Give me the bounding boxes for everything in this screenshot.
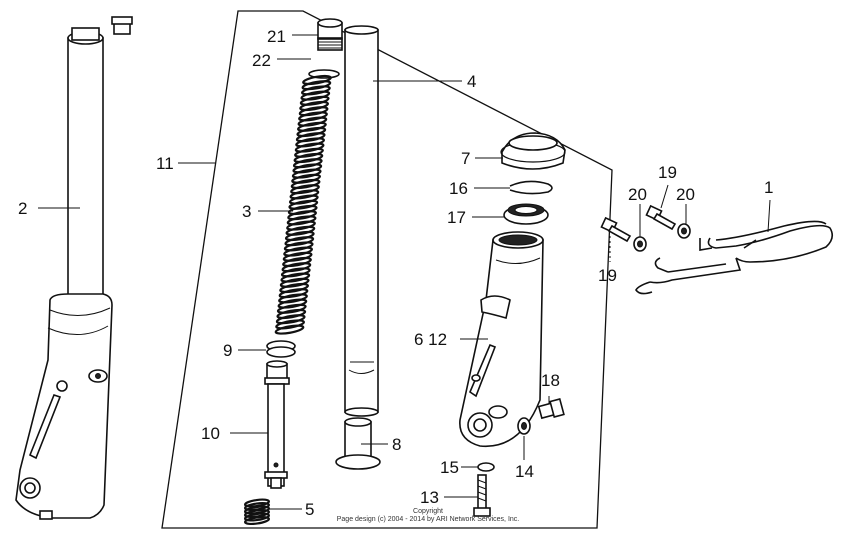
washer-14-drawing bbox=[517, 417, 531, 435]
leader-lines bbox=[38, 34, 771, 510]
callout-14: 14 bbox=[515, 462, 534, 481]
callout-19-top: 19 bbox=[658, 163, 677, 182]
copyright-line-1: Copyright bbox=[413, 508, 443, 515]
oil-lock-piece-8-drawing bbox=[335, 417, 381, 470]
oil-seal-17-drawing bbox=[503, 203, 549, 225]
dust-seal-7-drawing bbox=[500, 132, 566, 170]
bolt-19-right-drawing bbox=[645, 204, 677, 231]
callout-11: 11 bbox=[156, 154, 174, 173]
snap-ring-16-drawing bbox=[509, 180, 553, 195]
callout-15: 15 bbox=[440, 458, 459, 477]
callout-19-bottom: 19 bbox=[598, 266, 617, 285]
callout-6-12: 6 12 bbox=[414, 330, 447, 349]
fork-spring-3-drawing bbox=[274, 74, 332, 335]
callout-18: 18 bbox=[541, 371, 560, 390]
callout-22: 22 bbox=[252, 51, 271, 70]
assembly-boundary-outline bbox=[161, 10, 613, 529]
axle-holder-bolt-18-drawing bbox=[537, 397, 565, 420]
callout-labels: 2 11 21 22 3 9 10 5 4 8 7 16 17 6 12 18 … bbox=[18, 27, 773, 519]
fork-piston-10-drawing bbox=[264, 360, 290, 489]
bolt-19-left-drawing bbox=[600, 216, 632, 243]
piston-ring-9-drawing bbox=[266, 340, 296, 358]
gasket-15-drawing bbox=[477, 462, 495, 472]
callout-16: 16 bbox=[449, 179, 468, 198]
washer-20-left-drawing bbox=[633, 236, 647, 252]
callout-7: 7 bbox=[461, 149, 470, 168]
callout-17: 17 bbox=[447, 208, 466, 227]
fork-stay-1-drawing bbox=[635, 220, 834, 295]
callout-20-right: 20 bbox=[676, 185, 695, 204]
callout-8: 8 bbox=[392, 435, 401, 454]
socket-bolt-13-drawing bbox=[473, 474, 491, 517]
callout-13: 13 bbox=[420, 488, 439, 507]
washer-20-right-drawing bbox=[677, 223, 691, 239]
callout-4: 4 bbox=[467, 72, 476, 91]
fork-pipe-4-drawing bbox=[344, 25, 379, 417]
bottom-case-6-12-drawing bbox=[459, 231, 544, 448]
callout-10: 10 bbox=[201, 424, 220, 443]
callout-2: 2 bbox=[18, 199, 27, 218]
callout-21: 21 bbox=[267, 27, 286, 46]
fork-leg-assembly-drawing bbox=[15, 16, 133, 520]
callout-5: 5 bbox=[305, 500, 314, 519]
rebound-spring-5-drawing bbox=[244, 498, 270, 526]
callout-1: 1 bbox=[764, 178, 773, 197]
callout-9: 9 bbox=[223, 341, 232, 360]
callout-3: 3 bbox=[242, 202, 251, 221]
callout-20-left: 20 bbox=[628, 185, 647, 204]
fork-bolt-21-drawing bbox=[317, 18, 343, 51]
copyright-line-2: Page design (c) 2004 - 2014 by ARI Netwo… bbox=[337, 516, 520, 523]
